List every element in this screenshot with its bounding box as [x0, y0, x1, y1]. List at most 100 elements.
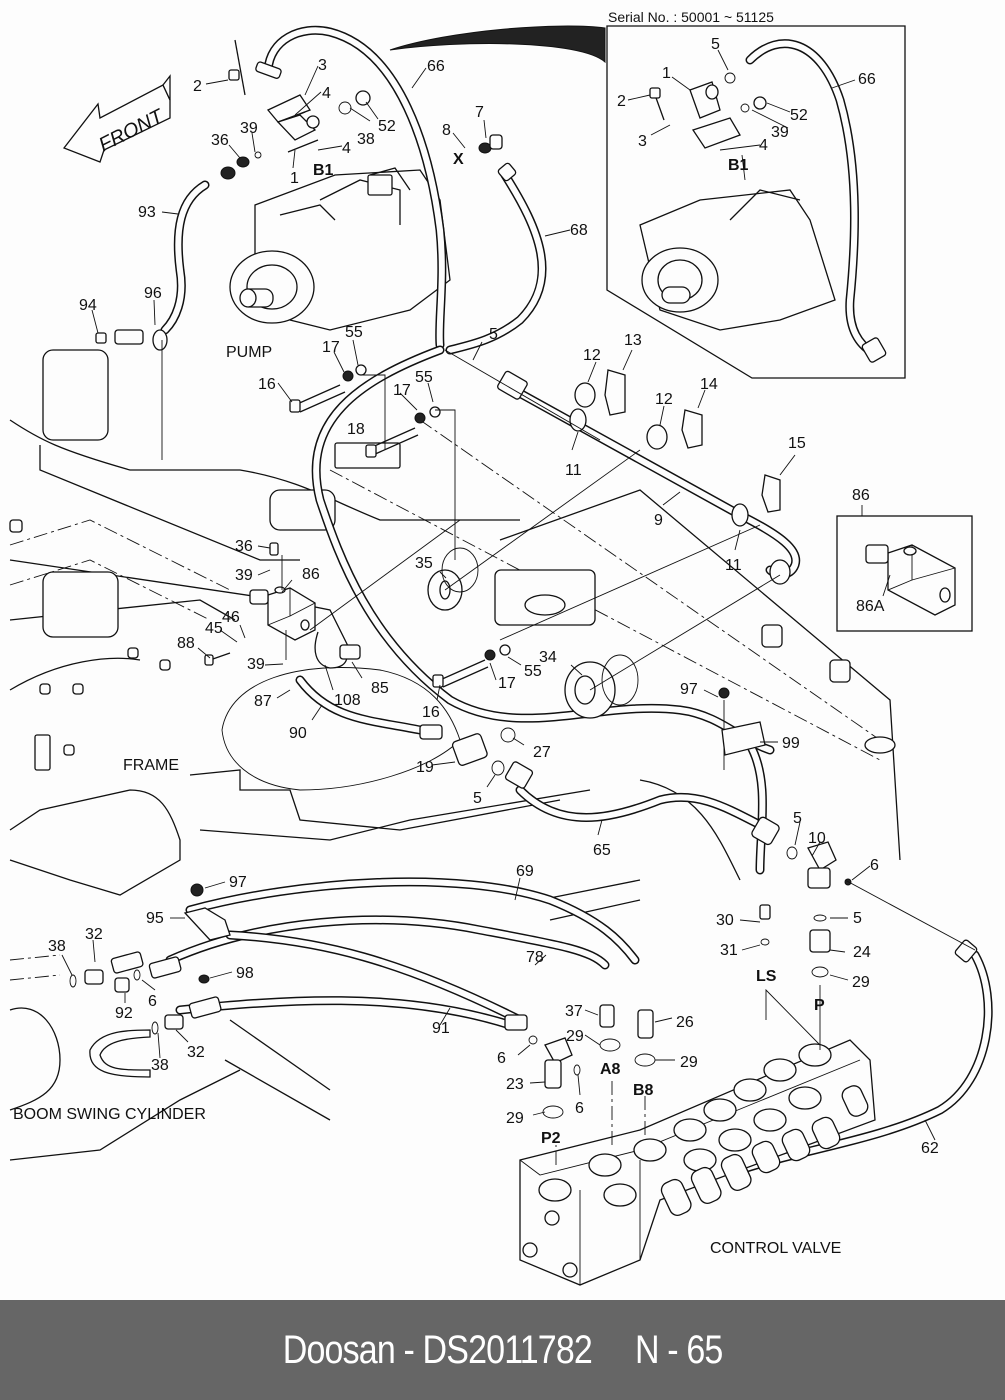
inset-callout-2: 2: [617, 93, 626, 110]
callout-26: 26: [676, 1014, 694, 1031]
callout-39: 39: [235, 567, 253, 584]
callout-98: 98: [236, 965, 254, 982]
inset-callout-66: 66: [858, 71, 876, 88]
callout-12: 12: [655, 391, 673, 408]
callout-29: 29: [852, 974, 870, 991]
frame-mounts: [9, 349, 896, 771]
valve-block-86: [249, 542, 361, 669]
inset-callout-4: 4: [759, 137, 768, 154]
callout-11: 11: [725, 557, 742, 574]
callout-14: 14: [700, 376, 718, 393]
callout-8: 8: [442, 122, 451, 139]
callout-23: 23: [506, 1076, 524, 1093]
callout-36: 36: [211, 132, 229, 149]
frame-outline: [9, 419, 901, 1161]
callout-52: 52: [378, 118, 396, 135]
inset-callout-1: 1: [662, 65, 671, 82]
port-label-b8: B8: [633, 1082, 654, 1099]
callout-6: 6: [497, 1050, 506, 1067]
callout-10: 10: [808, 830, 826, 847]
callout-29: 29: [680, 1054, 698, 1071]
callout-11: 11: [565, 462, 582, 479]
callout-7: 7: [475, 104, 484, 121]
port-label-a8: A8: [600, 1061, 621, 1078]
callout-17: 17: [393, 382, 411, 399]
callout-38: 38: [48, 938, 66, 955]
callout-93: 93: [138, 204, 156, 221]
callout-32: 32: [187, 1044, 205, 1061]
callout-27: 27: [533, 744, 551, 761]
callout-17: 17: [322, 339, 340, 356]
serial-number-note: Serial No. : 50001 ~ 51125: [608, 9, 774, 25]
footer-bar: Doosan - DS2011782 N - 65: [0, 1300, 1005, 1400]
callout-69: 69: [516, 863, 534, 880]
caption-control-valve: CONTROL VALVE: [710, 1240, 841, 1257]
caption-pump: PUMP: [226, 344, 272, 361]
callout-17: 17: [498, 675, 516, 692]
pump-assembly: [229, 167, 451, 331]
callout-32: 32: [85, 926, 103, 943]
inset-callout-52: 52: [790, 107, 808, 124]
callout-15: 15: [788, 435, 806, 452]
callout-5: 5: [793, 810, 802, 827]
callout-6: 6: [575, 1100, 584, 1117]
callout-87: 87: [254, 693, 272, 710]
captions: PUMP FRAME BOOM SWING CYLINDER CONTROL V…: [13, 9, 841, 1257]
callout-12: 12: [583, 347, 601, 364]
callout-39: 39: [240, 120, 258, 137]
detail-callout-86: 86: [852, 487, 870, 504]
callout-30: 30: [716, 912, 734, 929]
callout-29: 29: [566, 1028, 584, 1045]
port-label-p2: P2: [541, 1130, 561, 1147]
callout-4: 4: [342, 140, 351, 157]
callout-95: 95: [146, 910, 164, 927]
callout-9: 9: [654, 512, 663, 529]
callout-55: 55: [415, 369, 433, 386]
callout-35: 35: [415, 555, 433, 572]
callout-55: 55: [345, 324, 363, 341]
callout-108: 108: [334, 692, 361, 709]
port-label-p: P: [814, 997, 825, 1014]
footer-part-reference: Doosan - DS2011782 N - 65: [282, 1327, 723, 1372]
exploded-view-drawing: FRONT: [9, 9, 993, 1286]
callout-92: 92: [115, 1005, 133, 1022]
serial-inset-box: [389, 25, 906, 379]
callout-16: 16: [258, 376, 276, 393]
control-valve: [519, 1039, 876, 1286]
callout-78: 78: [526, 949, 544, 966]
boom-swing-fittings: [69, 883, 528, 1078]
callout-97: 97: [229, 874, 247, 891]
callout-6: 6: [148, 993, 157, 1010]
caption-frame: FRAME: [123, 757, 179, 774]
callout-6: 6: [870, 857, 879, 874]
callout-46: 46: [222, 609, 240, 626]
callout-85: 85: [371, 680, 389, 697]
callout-34: 34: [539, 649, 557, 666]
callout-5: 5: [489, 326, 498, 343]
callout-90: 90: [289, 725, 307, 742]
port-labels: B1 X LS P A8 B8 P2: [313, 151, 825, 1147]
callout-99: 99: [782, 735, 800, 752]
callout-18: 18: [347, 421, 365, 438]
front-arrow: FRONT: [62, 74, 171, 163]
detail-callout-86a: 86A: [856, 598, 885, 615]
callout-86: 86: [302, 566, 320, 583]
caption-boom-swing-cylinder: BOOM SWING CYLINDER: [13, 1106, 206, 1123]
callout-36: 36: [235, 538, 253, 555]
port-label-ls: LS: [756, 968, 777, 985]
inset-callouts: 5 1 2 66 52 3 39 4 B1: [617, 36, 876, 181]
inset-port-label-b1: B1: [728, 157, 749, 174]
parts-diagram: FRONT: [9, 9, 993, 1286]
tube-9: [497, 369, 801, 585]
callout-91: 91: [432, 1020, 450, 1037]
inset-callout-5: 5: [711, 36, 720, 53]
lower-fittings: [419, 687, 978, 1119]
callout-68: 68: [570, 222, 588, 239]
detail-box-86: [836, 515, 973, 632]
pump-top-fittings: [95, 61, 517, 460]
port-label-x: X: [453, 151, 464, 168]
callout-13: 13: [624, 332, 642, 349]
callout-31: 31: [720, 942, 738, 959]
leader-lines: [61, 65, 976, 1165]
callout-97: 97: [680, 681, 698, 698]
